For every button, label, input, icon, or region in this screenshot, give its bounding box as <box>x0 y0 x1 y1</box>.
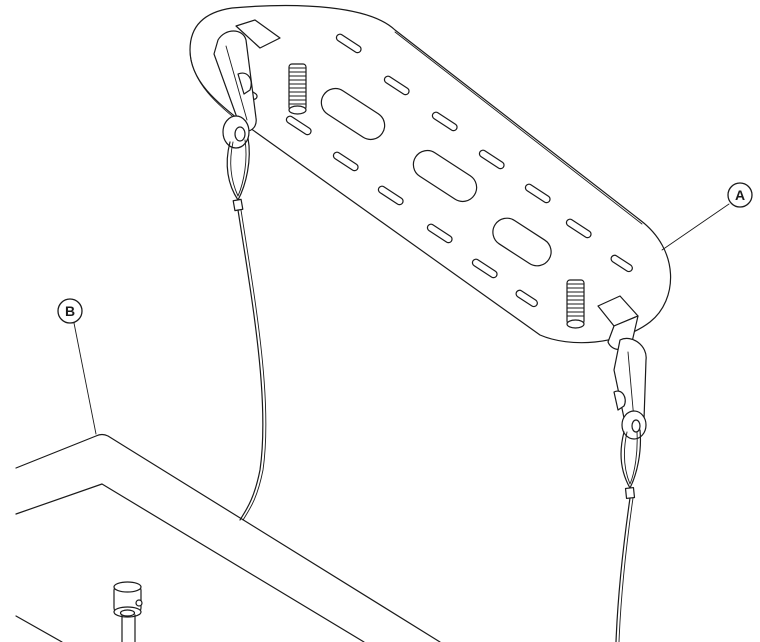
left-suspension-cable <box>237 209 267 521</box>
left-cable-loop <box>226 137 250 212</box>
right-cable-loop <box>620 429 642 499</box>
plate-oval-cutouts <box>320 87 552 267</box>
right-carabiner <box>613 337 647 440</box>
threaded-stud-right <box>566 279 585 329</box>
left-carabiner <box>213 30 257 149</box>
threaded-stud-left <box>288 63 307 115</box>
callout-a-label: A <box>735 187 745 203</box>
callout-b-label: B <box>65 303 75 319</box>
cable-gripper-fitting <box>113 581 143 642</box>
callout-b: B <box>57 298 97 435</box>
right-suspension-cable <box>615 497 634 642</box>
ceiling-mounting-plate <box>189 4 672 351</box>
callout-a: A <box>661 182 753 251</box>
bracket-tab-left <box>235 19 281 49</box>
suspended-fixture-body <box>15 433 441 642</box>
